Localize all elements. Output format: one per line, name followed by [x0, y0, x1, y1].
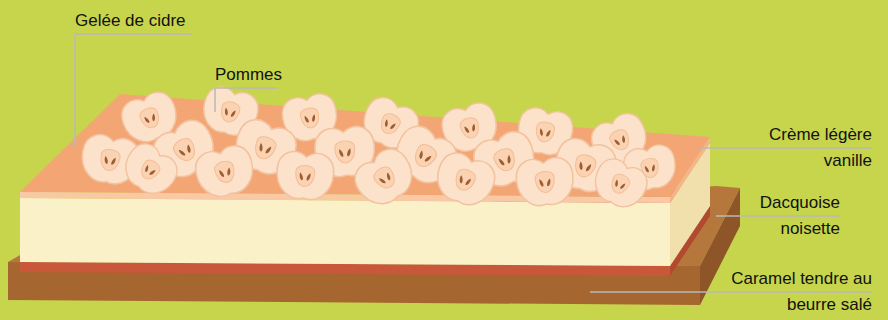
leader-lines: [75, 34, 872, 292]
part-label: Dacquoise noisette: [740, 190, 840, 242]
gelee-side: [670, 137, 710, 203]
part-label: Gelée de cidre: [75, 8, 275, 34]
cream-front: [20, 198, 670, 266]
part-label: Caramel tendre au beurre salé: [727, 266, 872, 318]
gelee-front: [20, 192, 670, 203]
apple-slices: [78, 83, 679, 213]
part-label: Pommes: [215, 62, 355, 88]
part-label: Crème légère vanille: [752, 122, 872, 174]
caramel-front: [8, 262, 700, 305]
